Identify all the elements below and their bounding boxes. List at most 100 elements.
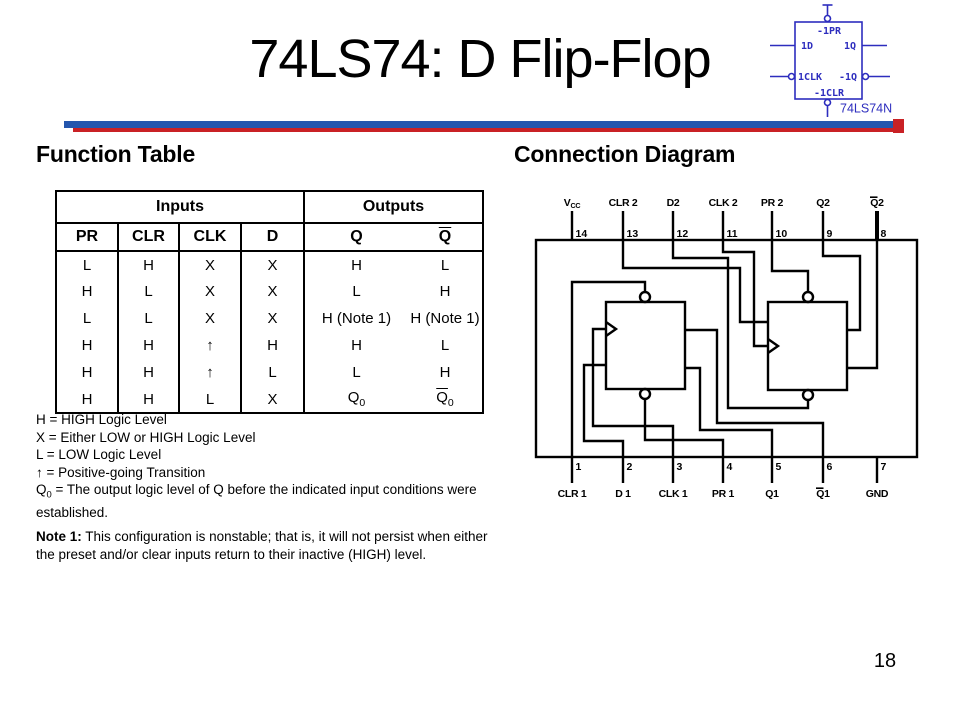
table-cell: H bbox=[81, 283, 93, 300]
table-cell: H bbox=[117, 359, 179, 386]
pin-label-top: VCC bbox=[564, 197, 581, 210]
wire-d1 bbox=[582, 363, 625, 457]
table-cell: L bbox=[303, 278, 408, 305]
table-cell: ↑ bbox=[178, 332, 241, 359]
pin-number: 4 bbox=[727, 461, 733, 473]
table-cell: H bbox=[81, 390, 93, 408]
pin-label-bottom: D 1 bbox=[615, 488, 631, 500]
chip-symbol-diagram: -1PR 1D 1Q 1CLK -1Q -1CLR 74LS74N bbox=[770, 4, 892, 117]
divider-red-bar bbox=[73, 128, 904, 132]
table-cell: L bbox=[82, 256, 92, 274]
note-label: Note 1: bbox=[36, 529, 82, 544]
pin-label-bottom: CLR 1 bbox=[558, 488, 587, 500]
chip-label-pr: -1PR bbox=[817, 26, 842, 37]
table-cell: H bbox=[81, 337, 93, 354]
column-header: CLK bbox=[178, 223, 241, 252]
pin-number: 14 bbox=[576, 228, 588, 240]
wire-clr2 bbox=[621, 240, 768, 324]
pin-label-top: PR 2 bbox=[761, 197, 784, 209]
pin-label-top: D2 bbox=[667, 197, 680, 209]
pin-number: 7 bbox=[881, 461, 887, 473]
legend-line: L = LOW Logic Level bbox=[36, 447, 162, 462]
legend-line: H = HIGH Logic Level bbox=[36, 412, 167, 427]
table-cell: H bbox=[303, 251, 408, 278]
table-cell: H (Note 1) bbox=[410, 310, 480, 327]
table-cell: L bbox=[440, 256, 450, 274]
table-cell: H bbox=[117, 386, 179, 413]
column-header: Q bbox=[408, 223, 484, 252]
table-cell: X bbox=[178, 278, 241, 305]
column-header: Q bbox=[303, 223, 408, 252]
wire-pr2 bbox=[770, 240, 810, 292]
pin-label-top: Q2 bbox=[870, 197, 884, 209]
table-cell: H bbox=[439, 364, 451, 381]
clk-bubble-icon bbox=[787, 72, 796, 81]
pin-number: 9 bbox=[827, 228, 833, 240]
table-cell: X bbox=[240, 278, 304, 305]
table-cell: L bbox=[82, 310, 92, 327]
wire-nq1 bbox=[685, 328, 825, 457]
legend-line: ↑ = Positive-going Transition bbox=[36, 464, 206, 480]
table-cell: H (Note 1) bbox=[303, 305, 408, 332]
table-cell: X bbox=[240, 386, 304, 413]
preset-bubble-icon bbox=[823, 14, 832, 23]
wire-clk1 bbox=[591, 327, 675, 457]
wire-clr1 bbox=[570, 280, 647, 457]
table-cell: H bbox=[439, 283, 451, 300]
pin-number: 8 bbox=[881, 228, 887, 240]
wire-clk2 bbox=[721, 240, 768, 348]
pin-label-top: CLR 2 bbox=[609, 197, 638, 209]
table-cell: H bbox=[303, 332, 408, 359]
pin-number: 12 bbox=[677, 228, 689, 240]
pin-label-bottom: GND bbox=[866, 488, 889, 500]
pin-number: 3 bbox=[677, 461, 683, 473]
pin-label-bottom: Q1 bbox=[816, 488, 830, 500]
table-cell: H bbox=[117, 332, 179, 359]
wire-pr1 bbox=[643, 399, 725, 457]
column-header: PR bbox=[56, 223, 118, 252]
chip-part-label: 74LS74N bbox=[840, 102, 892, 116]
table-cell: X bbox=[178, 251, 241, 278]
table-cell: H bbox=[117, 251, 179, 278]
pin-number: 2 bbox=[627, 461, 633, 473]
nq-bubble-icon bbox=[861, 72, 870, 81]
table-cell: L bbox=[440, 337, 450, 354]
chip-label-d: 1D bbox=[801, 41, 813, 52]
ff1-bottom-bubble-icon bbox=[638, 387, 652, 401]
table-cell: L bbox=[117, 305, 179, 332]
ff1-clock-triangle-icon bbox=[605, 321, 619, 337]
note-text: Note 1: This configuration is nonstable;… bbox=[36, 528, 494, 563]
table-cell: Q0 bbox=[436, 389, 454, 409]
chip-label-clk: 1CLK bbox=[798, 72, 822, 83]
table-cell: L bbox=[303, 359, 408, 386]
outputs-group-header: Outputs bbox=[302, 191, 484, 224]
legend-line: X = Either LOW or HIGH Logic Level bbox=[36, 429, 256, 445]
pin-number: 11 bbox=[727, 228, 738, 240]
legend-line: Q0 = The output logic level of Q before … bbox=[36, 482, 477, 521]
inputs-group-header: Inputs bbox=[56, 191, 304, 224]
table-cell: H bbox=[81, 364, 93, 381]
table-cell: L bbox=[117, 278, 179, 305]
divider-red-tab bbox=[893, 119, 904, 133]
column-header: CLR bbox=[117, 223, 179, 252]
pin-label-bottom: Q1 bbox=[765, 488, 779, 500]
ff1-top-bubble-icon bbox=[638, 290, 652, 304]
chip-label-nq: -1Q bbox=[839, 72, 857, 83]
pin-number: 5 bbox=[776, 461, 782, 473]
ic-outline bbox=[534, 238, 919, 459]
table-cell: L bbox=[178, 386, 241, 413]
function-table-heading: Function Table bbox=[36, 141, 196, 167]
pin-label-top: CLK 2 bbox=[709, 197, 738, 209]
pin-number: 1 bbox=[576, 461, 582, 473]
clear-bubble-icon bbox=[823, 98, 832, 107]
pin-label-top: Q2 bbox=[816, 197, 830, 209]
divider-blue-bar bbox=[64, 121, 893, 128]
